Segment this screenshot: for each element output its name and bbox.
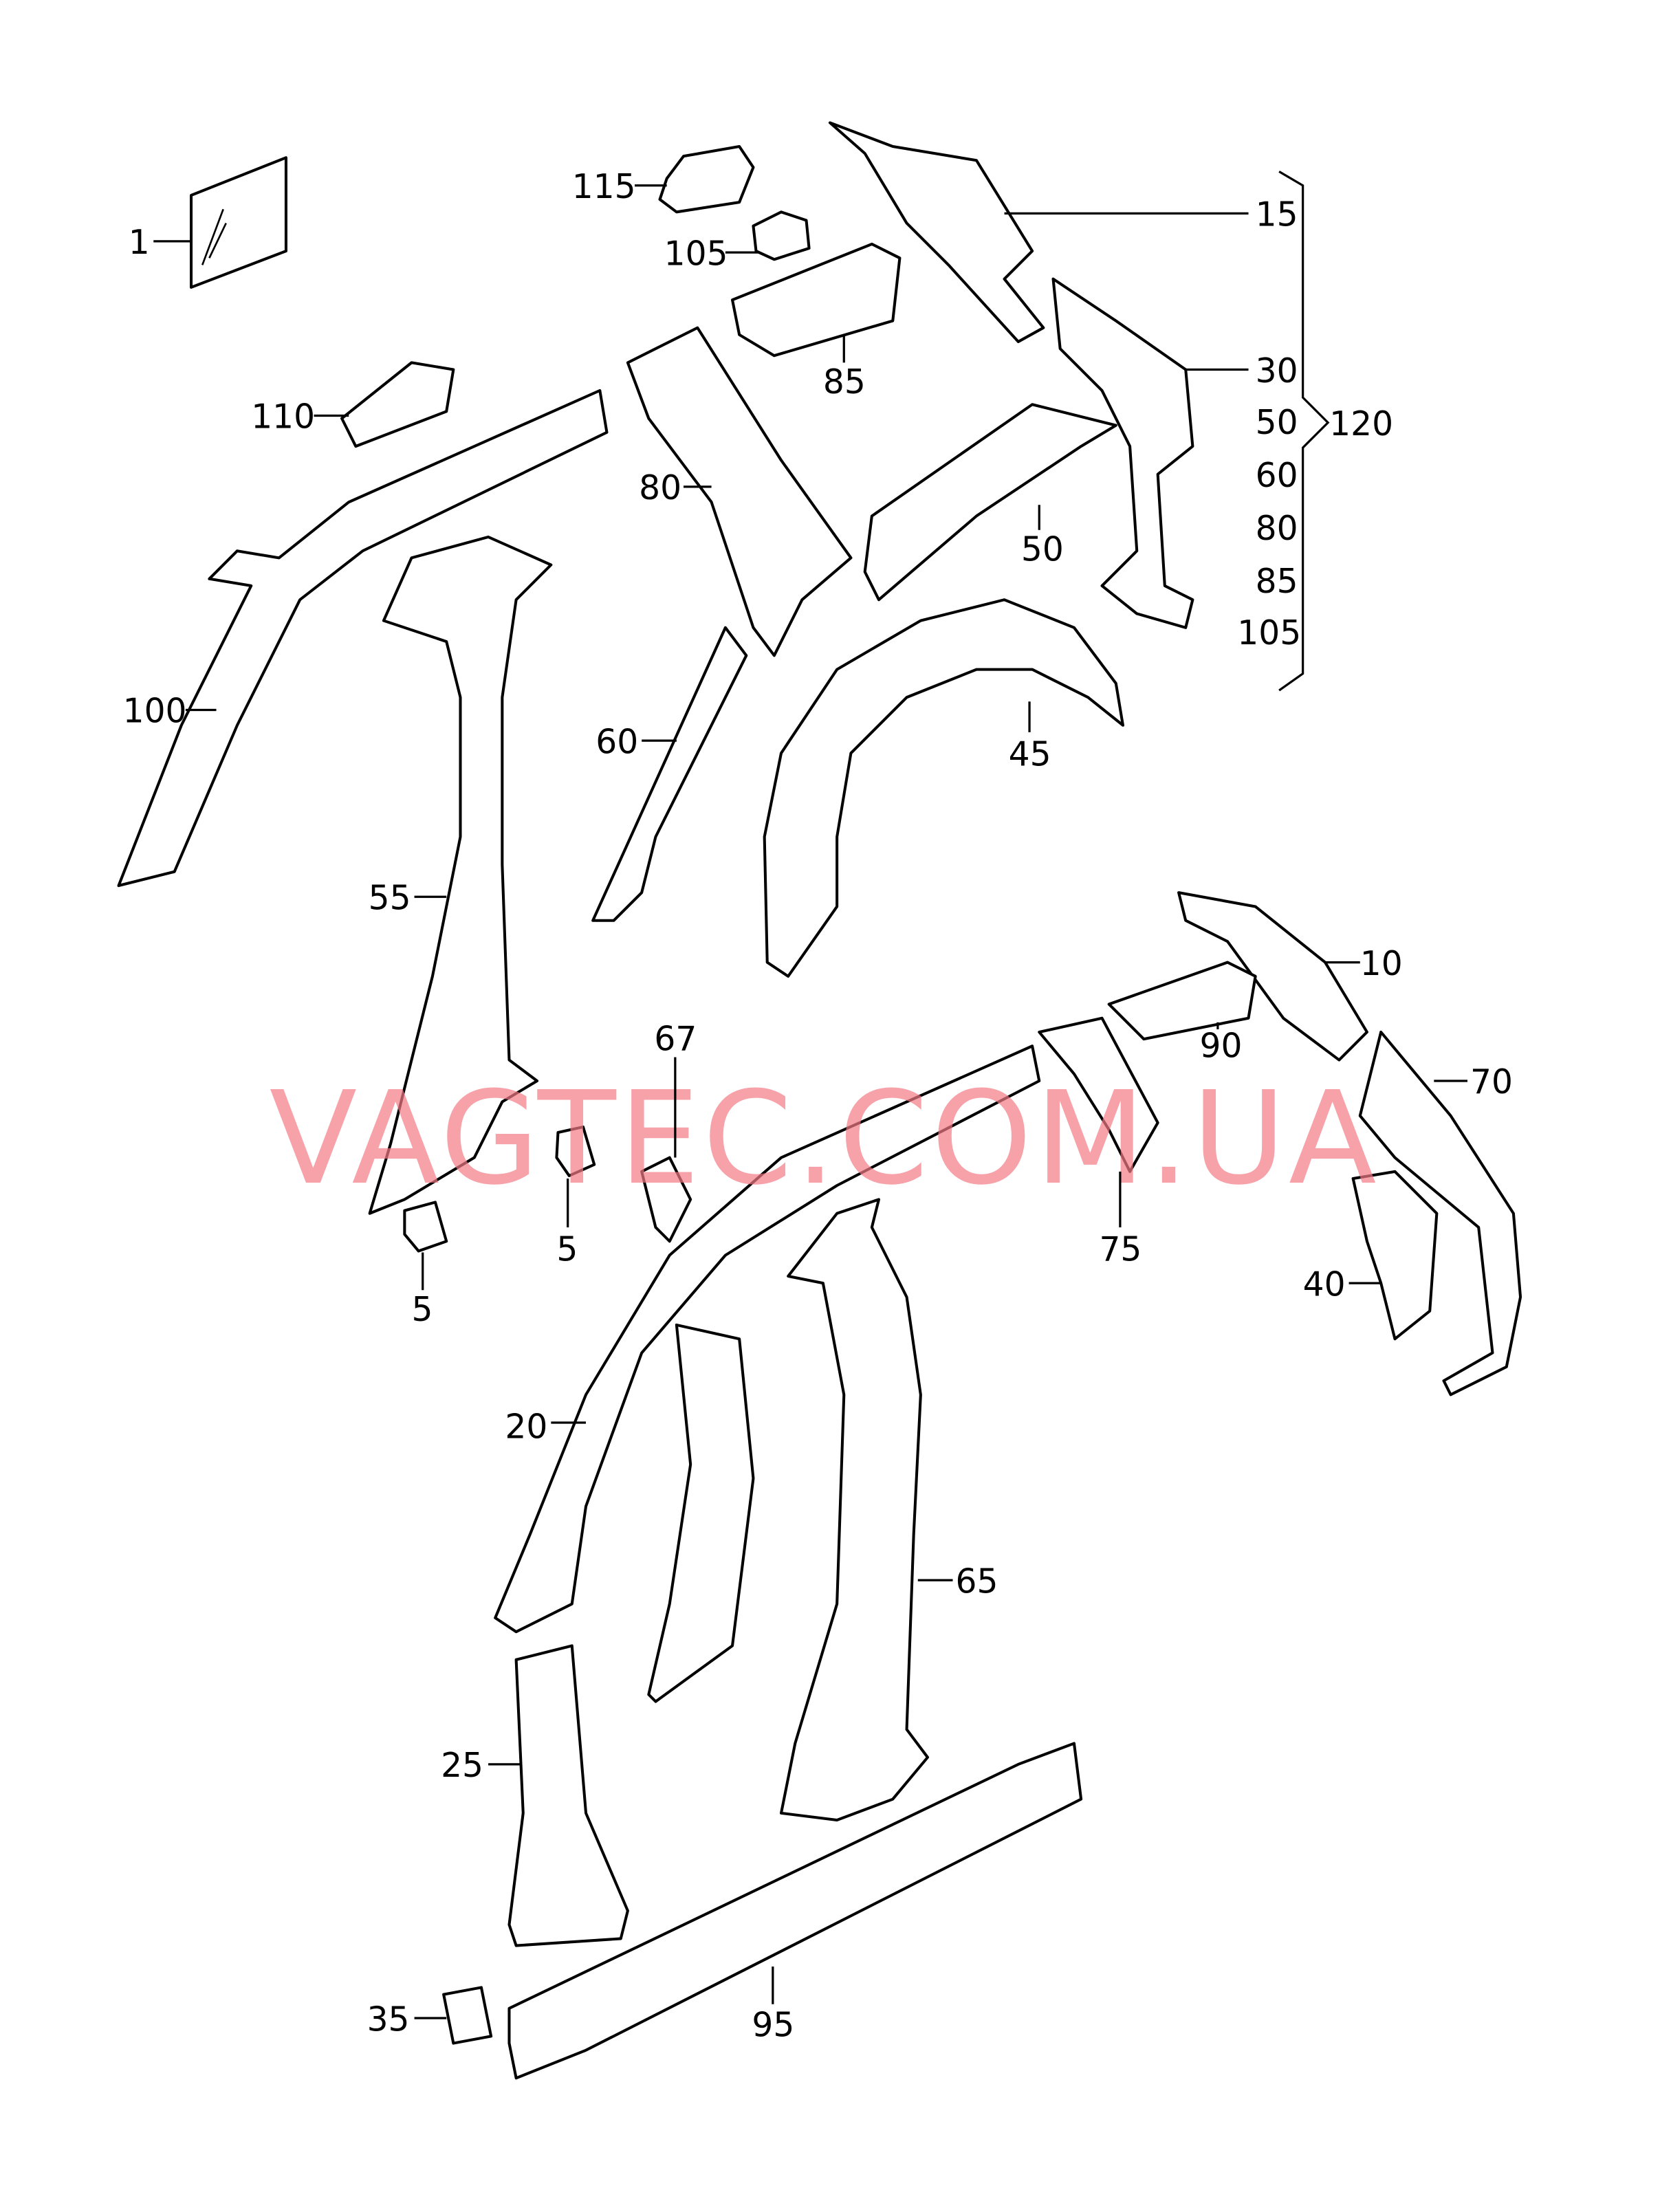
part-65 xyxy=(779,1198,930,1822)
callout-110: 110 xyxy=(251,398,315,437)
part-105 xyxy=(752,210,811,261)
watermark: VAGTEC.COM.UA xyxy=(270,1064,1379,1214)
leader-lines xyxy=(153,171,1467,2019)
part-85 xyxy=(730,242,902,358)
part-35 xyxy=(442,1986,493,2045)
part-70 xyxy=(1358,1030,1522,1397)
part-60 xyxy=(591,626,748,922)
callout-95: 95 xyxy=(752,2006,794,2044)
part-20 xyxy=(494,1044,1041,1634)
group-member-105: 105 xyxy=(1237,614,1301,653)
part-1-glass xyxy=(189,156,287,289)
assembly-120: 120 xyxy=(1329,405,1393,444)
callout-50: 50 xyxy=(1021,530,1064,569)
part-25 xyxy=(507,1644,629,1947)
callout-25: 25 xyxy=(441,1746,483,1785)
callout-1: 1 xyxy=(129,223,150,262)
part-95 xyxy=(507,1742,1083,2080)
callout-65: 65 xyxy=(956,1562,998,1601)
part-inner-panel xyxy=(647,1323,755,1703)
part-30 xyxy=(1051,277,1194,629)
callout-35: 35 xyxy=(367,2000,410,2039)
part-5-right xyxy=(555,1125,596,1177)
part-55 xyxy=(368,535,553,1215)
callout-40: 40 xyxy=(1303,1265,1346,1304)
callout-90: 90 xyxy=(1200,1027,1243,1066)
part-90 xyxy=(1107,961,1257,1041)
part-10 xyxy=(1177,891,1368,1062)
callout-30: 30 xyxy=(1256,352,1298,391)
part-115 xyxy=(658,144,755,214)
glass-reflection-mark xyxy=(208,222,227,259)
group-member-50: 50 xyxy=(1256,404,1298,442)
part-5-left xyxy=(403,1201,448,1253)
callout-75: 75 xyxy=(1099,1231,1142,1269)
callout-100: 100 xyxy=(123,692,187,731)
callout-45: 45 xyxy=(1009,736,1051,774)
part-45 xyxy=(763,598,1124,978)
part-80 xyxy=(626,326,853,657)
part-40 xyxy=(1351,1170,1439,1341)
callout-5-right: 5 xyxy=(556,1231,578,1269)
group-member-80: 80 xyxy=(1256,510,1298,548)
callout-20: 20 xyxy=(505,1408,547,1446)
part-15 xyxy=(828,121,1045,343)
callout-60: 60 xyxy=(596,723,638,761)
parts-group xyxy=(117,121,1522,2080)
part-100 xyxy=(117,388,609,888)
part-50 xyxy=(863,403,1117,602)
part-75 xyxy=(1038,1016,1159,1173)
callout-70: 70 xyxy=(1470,1063,1513,1102)
callout-105: 105 xyxy=(664,234,728,273)
callout-80: 80 xyxy=(639,469,681,507)
callout-10: 10 xyxy=(1360,945,1403,983)
group-member-85: 85 xyxy=(1256,562,1298,601)
callout-85: 85 xyxy=(823,363,866,402)
part-67 xyxy=(640,1156,692,1243)
part-110 xyxy=(340,361,455,448)
callout-15: 15 xyxy=(1256,196,1298,234)
callout-5-left: 5 xyxy=(411,1291,433,1329)
group-member-60: 60 xyxy=(1256,457,1298,495)
callout-labels: 1 115 105 15 85 110 30 50 60 80 85 105 1… xyxy=(123,168,1513,2044)
glass-reflection-mark xyxy=(201,208,224,265)
callout-55: 55 xyxy=(369,879,411,917)
callout-67: 67 xyxy=(654,1020,697,1058)
callout-115: 115 xyxy=(572,168,636,206)
